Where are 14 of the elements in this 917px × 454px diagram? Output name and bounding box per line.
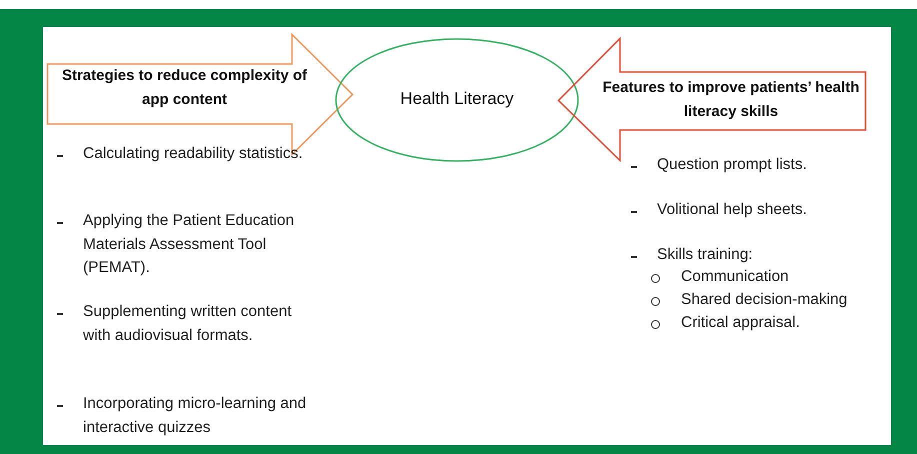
list-item: Critical appraisal.	[681, 313, 801, 333]
node-label: Health Literacy	[399, 88, 515, 110]
list-item: Volitional help sheets.	[657, 200, 808, 220]
ellipse-node	[335, 38, 579, 162]
list-item: Communication	[681, 267, 790, 287]
list-item: Calculating readability statistics.	[83, 144, 304, 164]
list-item: Incorporating micro-learning and interactive quizzes	[83, 394, 308, 438]
arrow-heading: Strategies to reduce complexity of app content	[60, 66, 308, 110]
list-item: Supplementing written content with audiovisual formats.	[83, 302, 293, 346]
list-item: Question prompt lists.	[657, 155, 808, 175]
arrow-heading: Features to improve patients’ health literacy skills	[602, 78, 860, 122]
list-item: Shared decision-making	[681, 290, 848, 310]
list-item: Applying the Patient Education Materials Assessment Tool (PEMAT).	[83, 211, 296, 278]
list-item: Skills training:	[657, 245, 754, 265]
